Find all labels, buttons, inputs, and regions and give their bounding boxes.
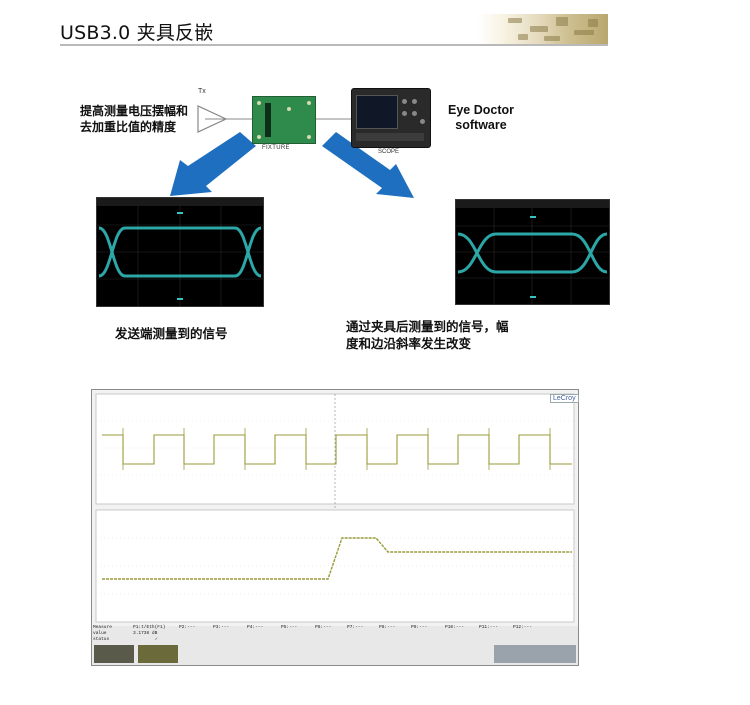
tx-label: Tx [198, 88, 206, 95]
eye-right-plot [456, 200, 609, 304]
scope-label: SCOPE [378, 149, 400, 155]
param-p6: P6:--- [315, 625, 332, 630]
param-p9: P9:--- [411, 625, 428, 630]
eye-diagram-transmitter [96, 197, 264, 307]
oscilloscope-image [351, 88, 431, 148]
param-p11: P11:--- [479, 625, 498, 630]
diagram-connectors [170, 105, 414, 198]
transmitter-symbol [197, 105, 228, 133]
eye-doctor-line-1: Eye Doctor [448, 103, 514, 117]
scope-waveforms [92, 393, 578, 665]
scope-screenshot [91, 389, 579, 666]
header-divider [60, 44, 608, 46]
fixture-board-image [252, 96, 316, 144]
param-p3: P3:--- [213, 625, 230, 630]
fixture-label: FIXTURE [262, 145, 290, 151]
param-p2: P2:--- [179, 625, 196, 630]
right-arrow [322, 132, 414, 198]
param-p1-value: 3.1738 dB [133, 631, 158, 636]
left-arrow [170, 132, 256, 196]
param-p7: P7:--- [347, 625, 364, 630]
measurement-table: Measure value status P1:t/Eth(F1) 3.1738… [93, 625, 576, 646]
tx-note-line-2: 去加重比值的精度 [80, 120, 177, 134]
tx-note-line-1: 提高测量电压摆幅和 [80, 104, 189, 118]
tx-accuracy-note: 提高测量电压摆幅和 去加重比值的精度 [80, 103, 210, 135]
param-p10: P10:--- [445, 625, 464, 630]
measure-row-label: Measure [93, 625, 112, 630]
value-row-label: value [93, 631, 107, 636]
lecroy-logo: LeCroy [550, 394, 579, 403]
eye-left-plot [97, 198, 263, 306]
after-fixture-caption-line-2: 度和边沿斜率发生改变 [346, 336, 472, 351]
param-p8: P8:--- [379, 625, 396, 630]
eye-diagram-after-fixture [455, 199, 610, 305]
eye-doctor-line-2: software [455, 118, 507, 132]
after-fixture-eye-caption: 通过夹具后测量到的信号，幅 度和边沿斜率发生改变 [346, 318, 556, 352]
param-p12: P12:--- [513, 625, 532, 630]
eye-doctor-label: Eye Doctor software [436, 103, 526, 133]
transmitter-eye-caption: 发送端测量到的信号 [115, 326, 228, 341]
after-fixture-caption-line-1: 通过夹具后测量到的信号，幅 [346, 319, 509, 334]
param-p1-status: ✓ [155, 637, 158, 642]
status-row-label: status [93, 637, 110, 642]
param-p5: P5:--- [281, 625, 298, 630]
page-title: USB3.0 夹具反嵌 [60, 22, 214, 44]
header-decoration-image [478, 14, 608, 45]
param-p1: P1:t/Eth(F1) [133, 625, 166, 630]
param-p4: P4:--- [247, 625, 264, 630]
